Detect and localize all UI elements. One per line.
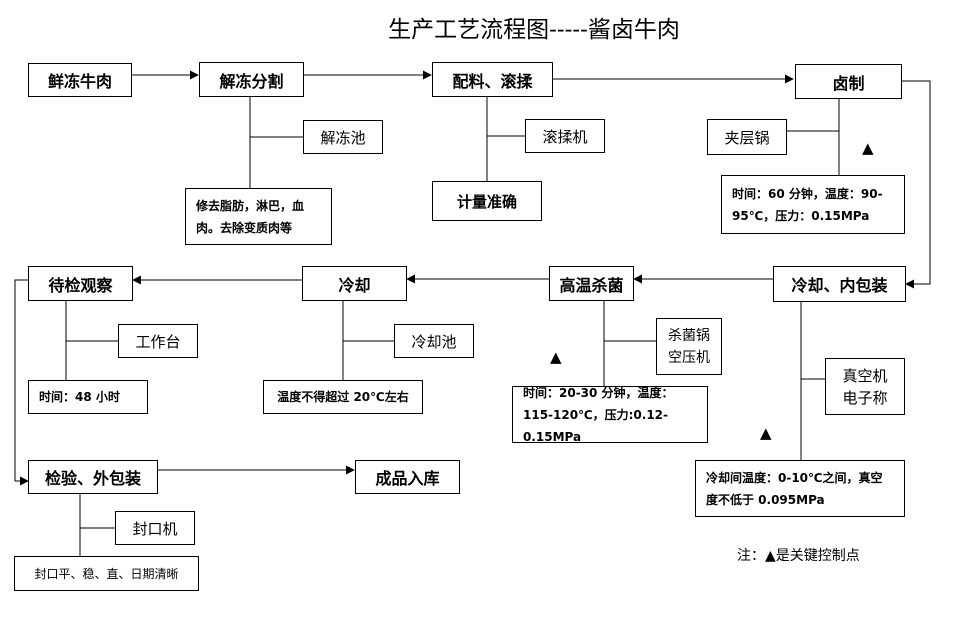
branch-s8 — [65, 301, 118, 342]
equip-electronic-scale: 电子称 — [842, 388, 888, 407]
step-hold-observe: 待检观察 — [28, 266, 133, 301]
diagram-title: 生产工艺流程图-----酱卤牛肉 — [388, 17, 680, 43]
step-braise: 卤制 — [795, 64, 902, 99]
step-cool-inner-pack: 冷却、内包装 — [773, 266, 906, 302]
step-warehouse: 成品入库 — [355, 460, 460, 494]
equip-sealer: 封口机 — [115, 511, 195, 545]
note-accurate-weighing: 计量准确 — [432, 181, 542, 221]
equip-cooling-pool: 冷却池 — [394, 324, 474, 358]
equip-sterilizer-compressor: 杀菌锅 空压机 — [656, 318, 722, 375]
step-inspect-outer-pack: 检验、外包装 — [28, 460, 158, 494]
note-seal-quality: 封口平、稳、直、日期清晰 — [14, 556, 199, 591]
branch-s2 — [249, 96, 303, 138]
branch-s5 — [800, 301, 825, 380]
equip-sterilizer: 杀菌锅 — [668, 327, 710, 344]
step-season-tumble: 配料、滚揉 — [432, 62, 553, 97]
equip-thaw-pool: 解冻池 — [303, 120, 383, 154]
arrow-s4-s5 — [901, 80, 931, 289]
branch-s9 — [79, 493, 115, 529]
branch-s4 — [787, 98, 840, 132]
step-thaw-cut: 解冻分割 — [199, 62, 304, 97]
note-trimming: 修去脂肪，淋巴，血肉。去除变质肉等 — [185, 188, 332, 245]
equip-vacuum-scale: 真空机 电子称 — [825, 358, 905, 415]
branch-s7 — [342, 301, 394, 342]
step-cool: 冷却 — [302, 266, 407, 301]
note-cool-temp: 温度不得超过 20℃左右 — [263, 380, 423, 414]
ccp-marker-braise: ▲ — [862, 139, 874, 157]
equip-jacketed-kettle: 夹层锅 — [707, 119, 787, 155]
note-cool-pack-params: 冷却间温度：0-10℃之间，真空度不低于 0.095MPa — [695, 460, 905, 517]
note-hold-time: 时间：48 小时 — [28, 380, 148, 414]
legend-note: 注：▲是关键控制点 — [737, 548, 860, 564]
ccp-marker-cool-pack: ▲ — [760, 424, 772, 442]
branch-s3 — [486, 96, 525, 137]
equip-tumbler: 滚揉机 — [525, 119, 605, 153]
step-frozen-beef: 鲜冻牛肉 — [28, 63, 132, 97]
ccp-marker-sterilize: ▲ — [550, 348, 562, 366]
arrow-s8-s9 — [14, 279, 29, 486]
note-sterilize-params: 时间：20-30 分钟，温度：115-120℃，压力:0.12-0.15MPa — [512, 386, 708, 444]
equip-workbench: 工作台 — [118, 324, 198, 358]
equip-air-compressor: 空压机 — [668, 349, 710, 366]
equip-vacuum-machine: 真空机 — [842, 366, 888, 385]
step-sterilize: 高温杀菌 — [549, 266, 634, 301]
note-braise-params: 时间：60 分钟，温度：90-95℃，压力：0.15MPa — [721, 175, 905, 234]
branch-s6 — [603, 301, 656, 342]
